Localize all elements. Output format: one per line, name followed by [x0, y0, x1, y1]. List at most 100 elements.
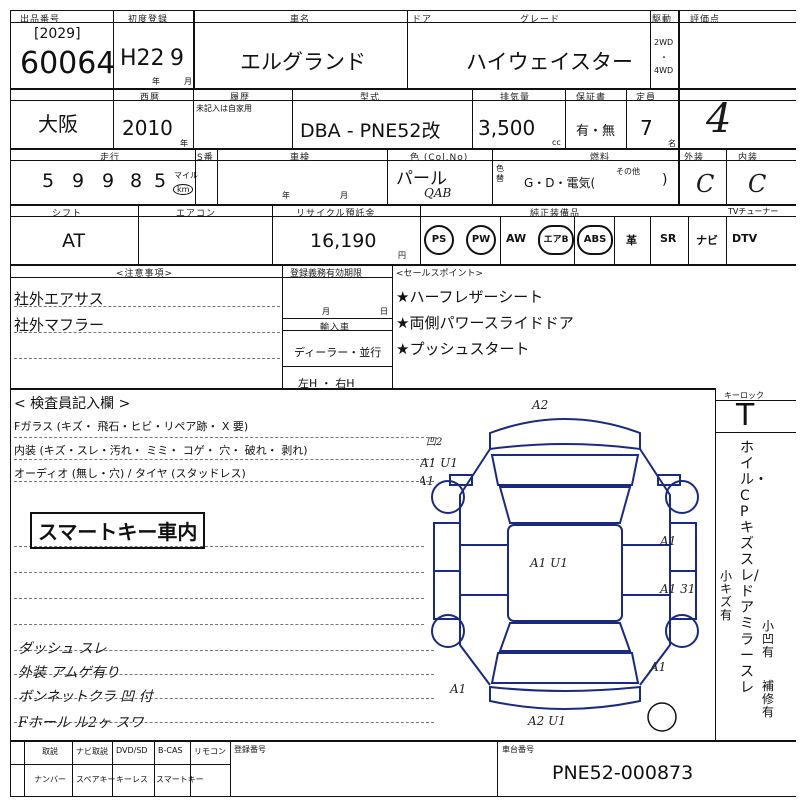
door-label: ドア: [412, 15, 433, 25]
registration-month: 9: [170, 46, 184, 71]
exterior-grade: C: [696, 170, 715, 198]
person-unit: 名: [668, 139, 676, 148]
steering: 左H ・ 右H: [298, 377, 355, 390]
equipment-airbag: エアB: [538, 225, 574, 255]
registration-year: H22: [120, 46, 165, 71]
capacity-label: 定員: [636, 93, 657, 103]
sales-point: ★両側パワースライドドア: [396, 314, 574, 332]
damage-mark: A1: [659, 534, 676, 548]
lot-number-label: 出品番号: [20, 15, 61, 25]
drive-2wd: 2WD: [654, 38, 674, 47]
accessory-navi-manual: ナビ取説: [76, 747, 108, 756]
yen-unit: 円: [398, 251, 406, 260]
inspector-title: < 検査員記入欄 >: [14, 396, 131, 412]
mileage-digit: 5: [154, 170, 167, 192]
fuel-label: 燃料: [590, 153, 611, 163]
accessory-keyless: キーレス: [116, 775, 148, 784]
fuel-other-label: その他: [616, 167, 640, 176]
displacement: 3,500: [478, 116, 536, 140]
damage-mark: A1: [649, 660, 666, 674]
handwritten-note: ダッシュ スレ: [18, 641, 107, 657]
cc-unit: cc: [552, 138, 561, 147]
import-label: 輸入車: [320, 323, 351, 333]
smart-key-note: スマートキー車内: [30, 512, 206, 549]
windshield: [498, 486, 632, 524]
color-code: QAB: [424, 186, 452, 200]
fuel-close: ): [662, 172, 668, 188]
spare-tire-circle: [647, 702, 677, 732]
western-year-unit: 年: [180, 139, 188, 148]
drive-dot: ・: [660, 53, 668, 62]
mileage-digit: 5: [42, 170, 55, 192]
caution-item: 社外マフラー: [14, 316, 105, 334]
recycle-label: リサイクル預託金: [296, 209, 376, 219]
key-lock-label: キーロック: [724, 391, 764, 400]
vertical-damage-legend: ホイル・CPキズスレ/ドアミラースレ: [740, 440, 768, 696]
location: 大阪: [38, 112, 78, 136]
damage-mark: A1: [420, 474, 434, 488]
color-label: 色 (Col.No): [410, 153, 469, 163]
front-bumper: [489, 418, 641, 451]
mile-unit: マイル: [174, 171, 198, 180]
interior-line: 内装 (キズ・スレ・汚れ・ ミミ・ コゲ・ 穴・ 破れ・ 剥れ): [14, 444, 308, 457]
accessory-bcas: B-CAS: [158, 746, 183, 755]
lot-sub-number: [2029]: [34, 26, 81, 42]
shift: AT: [62, 230, 86, 252]
equipment-navi: ナビ: [696, 234, 718, 247]
damage-mark: A1 U1: [420, 456, 458, 470]
sales-point: ★ハーフレザーシート: [396, 288, 544, 306]
lot-number: 60064: [20, 46, 116, 81]
equipment-aw: AW: [506, 232, 527, 245]
warranty-label: 保証書: [576, 93, 607, 103]
equipment-dtv: DTV: [732, 232, 758, 245]
equipment-leather: 革: [626, 234, 637, 247]
rear-right-wheel: [665, 614, 699, 648]
front-dent-note: 凹2: [426, 437, 442, 448]
mileage-digit: 9: [72, 170, 85, 192]
damage-mark: A2 U1: [527, 714, 566, 728]
vertical-legend-small-scratch: 小キズ有: [720, 569, 733, 622]
equipment-sunroof: SR: [660, 232, 677, 245]
reg-expiry-label: 登録義務有効期限: [290, 269, 363, 279]
month-unit: 月: [184, 77, 192, 86]
caution-item: 社外エアサス: [14, 290, 104, 308]
western-year: 2010: [122, 116, 173, 140]
history-label: 履歴: [230, 93, 251, 103]
accessory-dvd-sd: DVD/SD: [116, 746, 148, 755]
windshield-line: Fガラス (キズ・ 飛石・ヒビ・リペア跡・ X 要): [14, 420, 249, 433]
import-dealer: ディーラー・並行: [294, 346, 382, 359]
km-unit: km: [173, 184, 194, 195]
handwritten-note: 外装 アムゲ有り: [18, 665, 120, 681]
hood: [490, 454, 640, 486]
western-year-label: 西暦: [140, 93, 161, 103]
chassis-number-label: 車台番号: [502, 745, 534, 754]
accessory-remote: リモコン: [194, 747, 226, 756]
model-type-label: 型式: [360, 93, 381, 103]
accessory-plate: ナンバー: [34, 775, 66, 784]
s-number-label: S番: [197, 153, 214, 163]
exterior-label: 外装: [684, 153, 705, 163]
grade-label: グレード: [520, 15, 561, 25]
accessory-smart-key: スマートキー: [156, 775, 204, 784]
key-lock-value: T: [736, 398, 755, 433]
damage-mark: A1 U1: [529, 556, 568, 570]
caution-label: <注意事項>: [116, 269, 174, 279]
vertical-legend-small-dent: 小凹有: [762, 619, 775, 659]
mileage-digit: 8: [130, 170, 143, 192]
rear-left-wheel: [431, 614, 465, 648]
fuel: G・D・電気(: [524, 176, 596, 190]
damage-mark: A1 31: [659, 582, 695, 596]
displacement-label: 排気量: [500, 93, 531, 103]
recycle-deposit: 16,190: [310, 230, 377, 252]
rear-bumper: [489, 685, 641, 710]
ac-label: エアコン: [176, 209, 217, 219]
tv-tuner-label: TVチューナー: [728, 207, 779, 216]
inspection-month-unit: 月: [340, 191, 348, 200]
mileage-digit: 9: [102, 170, 115, 192]
reg-month-unit: 月: [322, 307, 330, 316]
equipment-label: 純正装備品: [530, 209, 581, 219]
shift-label: シフト: [52, 209, 83, 219]
drive-label: 駆動: [652, 15, 673, 25]
capacity: 7: [640, 116, 653, 140]
score-label: 評価点: [690, 15, 721, 25]
